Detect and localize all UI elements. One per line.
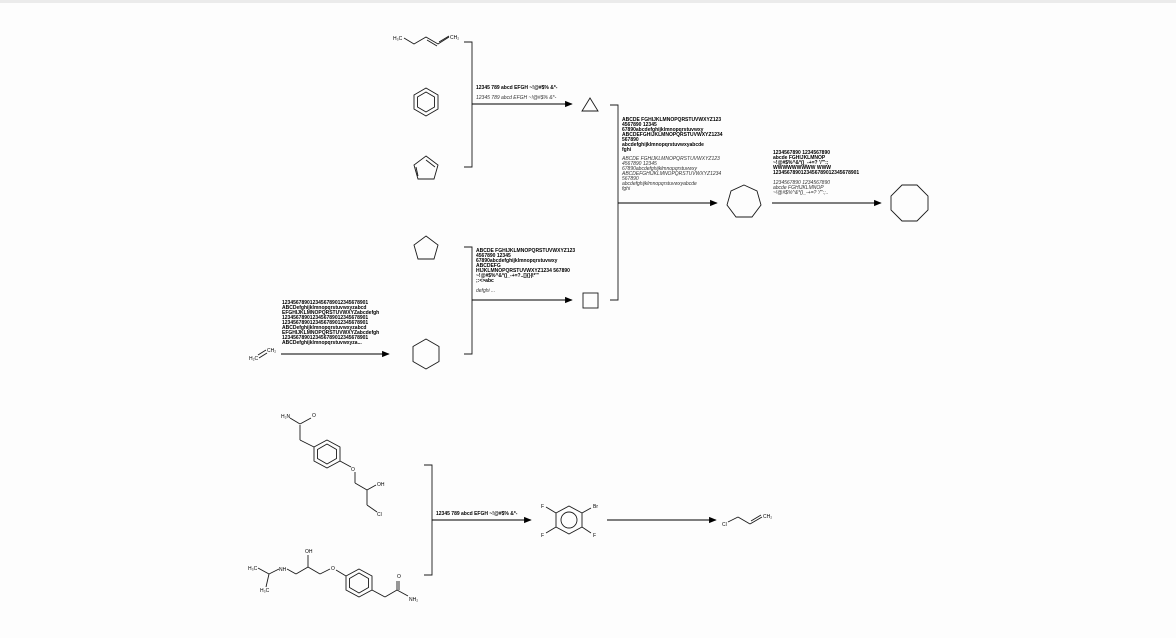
atom-label: OH: [305, 549, 313, 555]
atom-label: O: [397, 574, 401, 580]
cyclooctane-molecule: [890, 184, 929, 222]
atom-label: F: [541, 533, 544, 539]
atom-label: O: [331, 566, 335, 572]
atom-label: CH₂: [267, 348, 276, 354]
arrow-condition-label: 1234567890 1234567890 abcde FGHIJKLMNOP …: [773, 150, 859, 176]
cyclopropane-molecule: [581, 97, 599, 112]
arrow-condition-label: ABCDE FGHIJKLMNOPQRSTUVWXYZ123 4567890 1…: [621, 156, 723, 192]
arrow-condition-label: 12345 789 abcd EFGH ~!@#$% &*-: [476, 85, 558, 91]
bracket: [464, 246, 473, 355]
atom-label: O: [312, 413, 316, 419]
atom-label: H₃C: [260, 588, 270, 594]
atom-label: H₃C: [393, 36, 403, 42]
atom-label: Cl: [377, 512, 382, 518]
benzene-molecule: [413, 87, 439, 117]
cyclohexane-molecule: [412, 338, 440, 370]
atenolol-molecule: H₃C H₃C NH OH O O NH₂: [248, 549, 418, 603]
pentadiene-molecule: H₃C CH₂: [393, 35, 459, 47]
bracket: [610, 104, 619, 301]
arrow-condition-label: 1234567890123456789012345678901 ABCDefgh…: [282, 300, 381, 346]
cycloheptane-molecule: [726, 184, 762, 218]
atom-label: F: [593, 533, 596, 539]
arrow-condition-label: ABCDE FGHIJKLMNOPQRSTUVWXYZ123 4567890 1…: [476, 248, 577, 284]
atom-label: NH: [279, 567, 287, 573]
allyl-chloride-molecule: Cl CH₂: [722, 514, 772, 528]
atom-label: CH₂: [450, 35, 459, 41]
cyclobutane-molecule: [582, 292, 599, 309]
cyclopentadiene-molecule: [413, 155, 439, 180]
atom-label: F: [541, 504, 544, 510]
top-band: [0, 0, 1176, 3]
ethylene-molecule: H₂C CH₂: [249, 348, 276, 362]
chlorohydrin-amide-molecule: H₂N O O OH Cl: [281, 413, 385, 518]
arrow-condition-label: 1234567890 1234567890 abcde FGHIJKLMNOP …: [773, 180, 831, 196]
cyclopentane-molecule: [413, 235, 439, 260]
bromotrifluorobenzene-molecule: F F Br F: [541, 504, 598, 539]
atom-label: O: [351, 467, 355, 473]
atom-label: H₂N: [281, 414, 291, 420]
atom-label: CH₂: [763, 514, 772, 520]
bracket: [464, 41, 473, 168]
atom-label: NH₂: [409, 597, 418, 603]
atom-label: H₃C: [248, 566, 258, 572]
bracket: [424, 464, 433, 576]
atom-label: H₂C: [249, 356, 259, 362]
arrow-condition-label: 12345 789 abcd EFGH ~!@#$% &*-: [436, 511, 518, 517]
atom-label: Cl: [722, 522, 727, 528]
arrow-condition-label: ABCDE FGHIJKLMNOPQRSTUVWXYZ123 4567890 1…: [622, 117, 724, 153]
atom-label: OH: [377, 482, 385, 488]
atom-label: Br: [593, 504, 598, 510]
arrow-condition-label: 12345 789 abcd EFGH ~!@#$% &*-: [476, 95, 557, 101]
arrow-condition-label: defghi ...: [476, 288, 495, 294]
